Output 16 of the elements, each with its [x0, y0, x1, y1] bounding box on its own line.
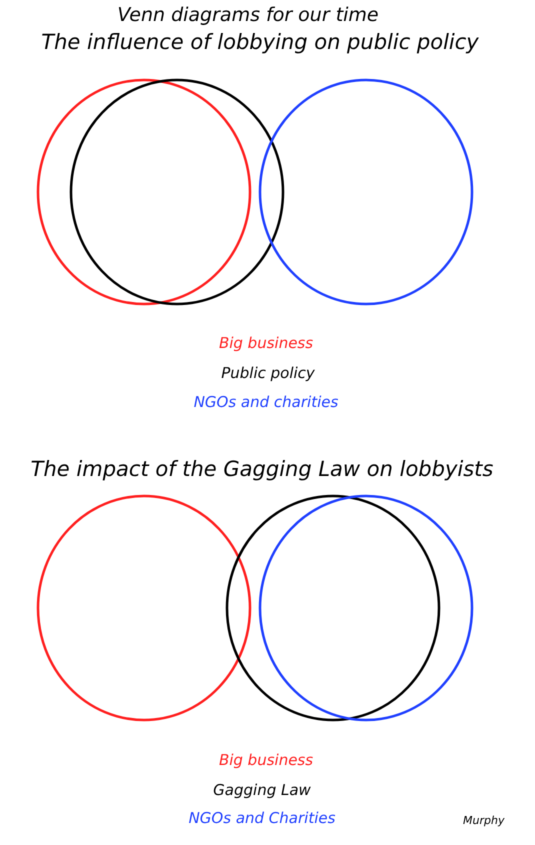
diagram-title: Venn diagrams for our time	[117, 4, 379, 27]
section-heading: The impact of the Gagging Law on lobbyists	[30, 457, 494, 482]
venn-circle	[37, 79, 251, 305]
venn-circle	[226, 495, 440, 721]
venn-circle	[37, 495, 251, 721]
legend-label: Public policy	[221, 364, 315, 382]
legend-label: Big business	[218, 751, 314, 769]
venn-circle	[259, 495, 473, 721]
venn-circle	[259, 79, 473, 305]
legend-label: Gagging Law	[213, 781, 311, 799]
legend-label: NGOs and charities	[194, 393, 338, 411]
legend-label: Big business	[218, 334, 314, 352]
legend-label: NGOs and Charities	[188, 809, 336, 827]
venn-circle	[70, 79, 284, 305]
section-heading: The influence of lobbying on public policy	[41, 30, 479, 56]
signature: Murphy	[463, 814, 504, 828]
